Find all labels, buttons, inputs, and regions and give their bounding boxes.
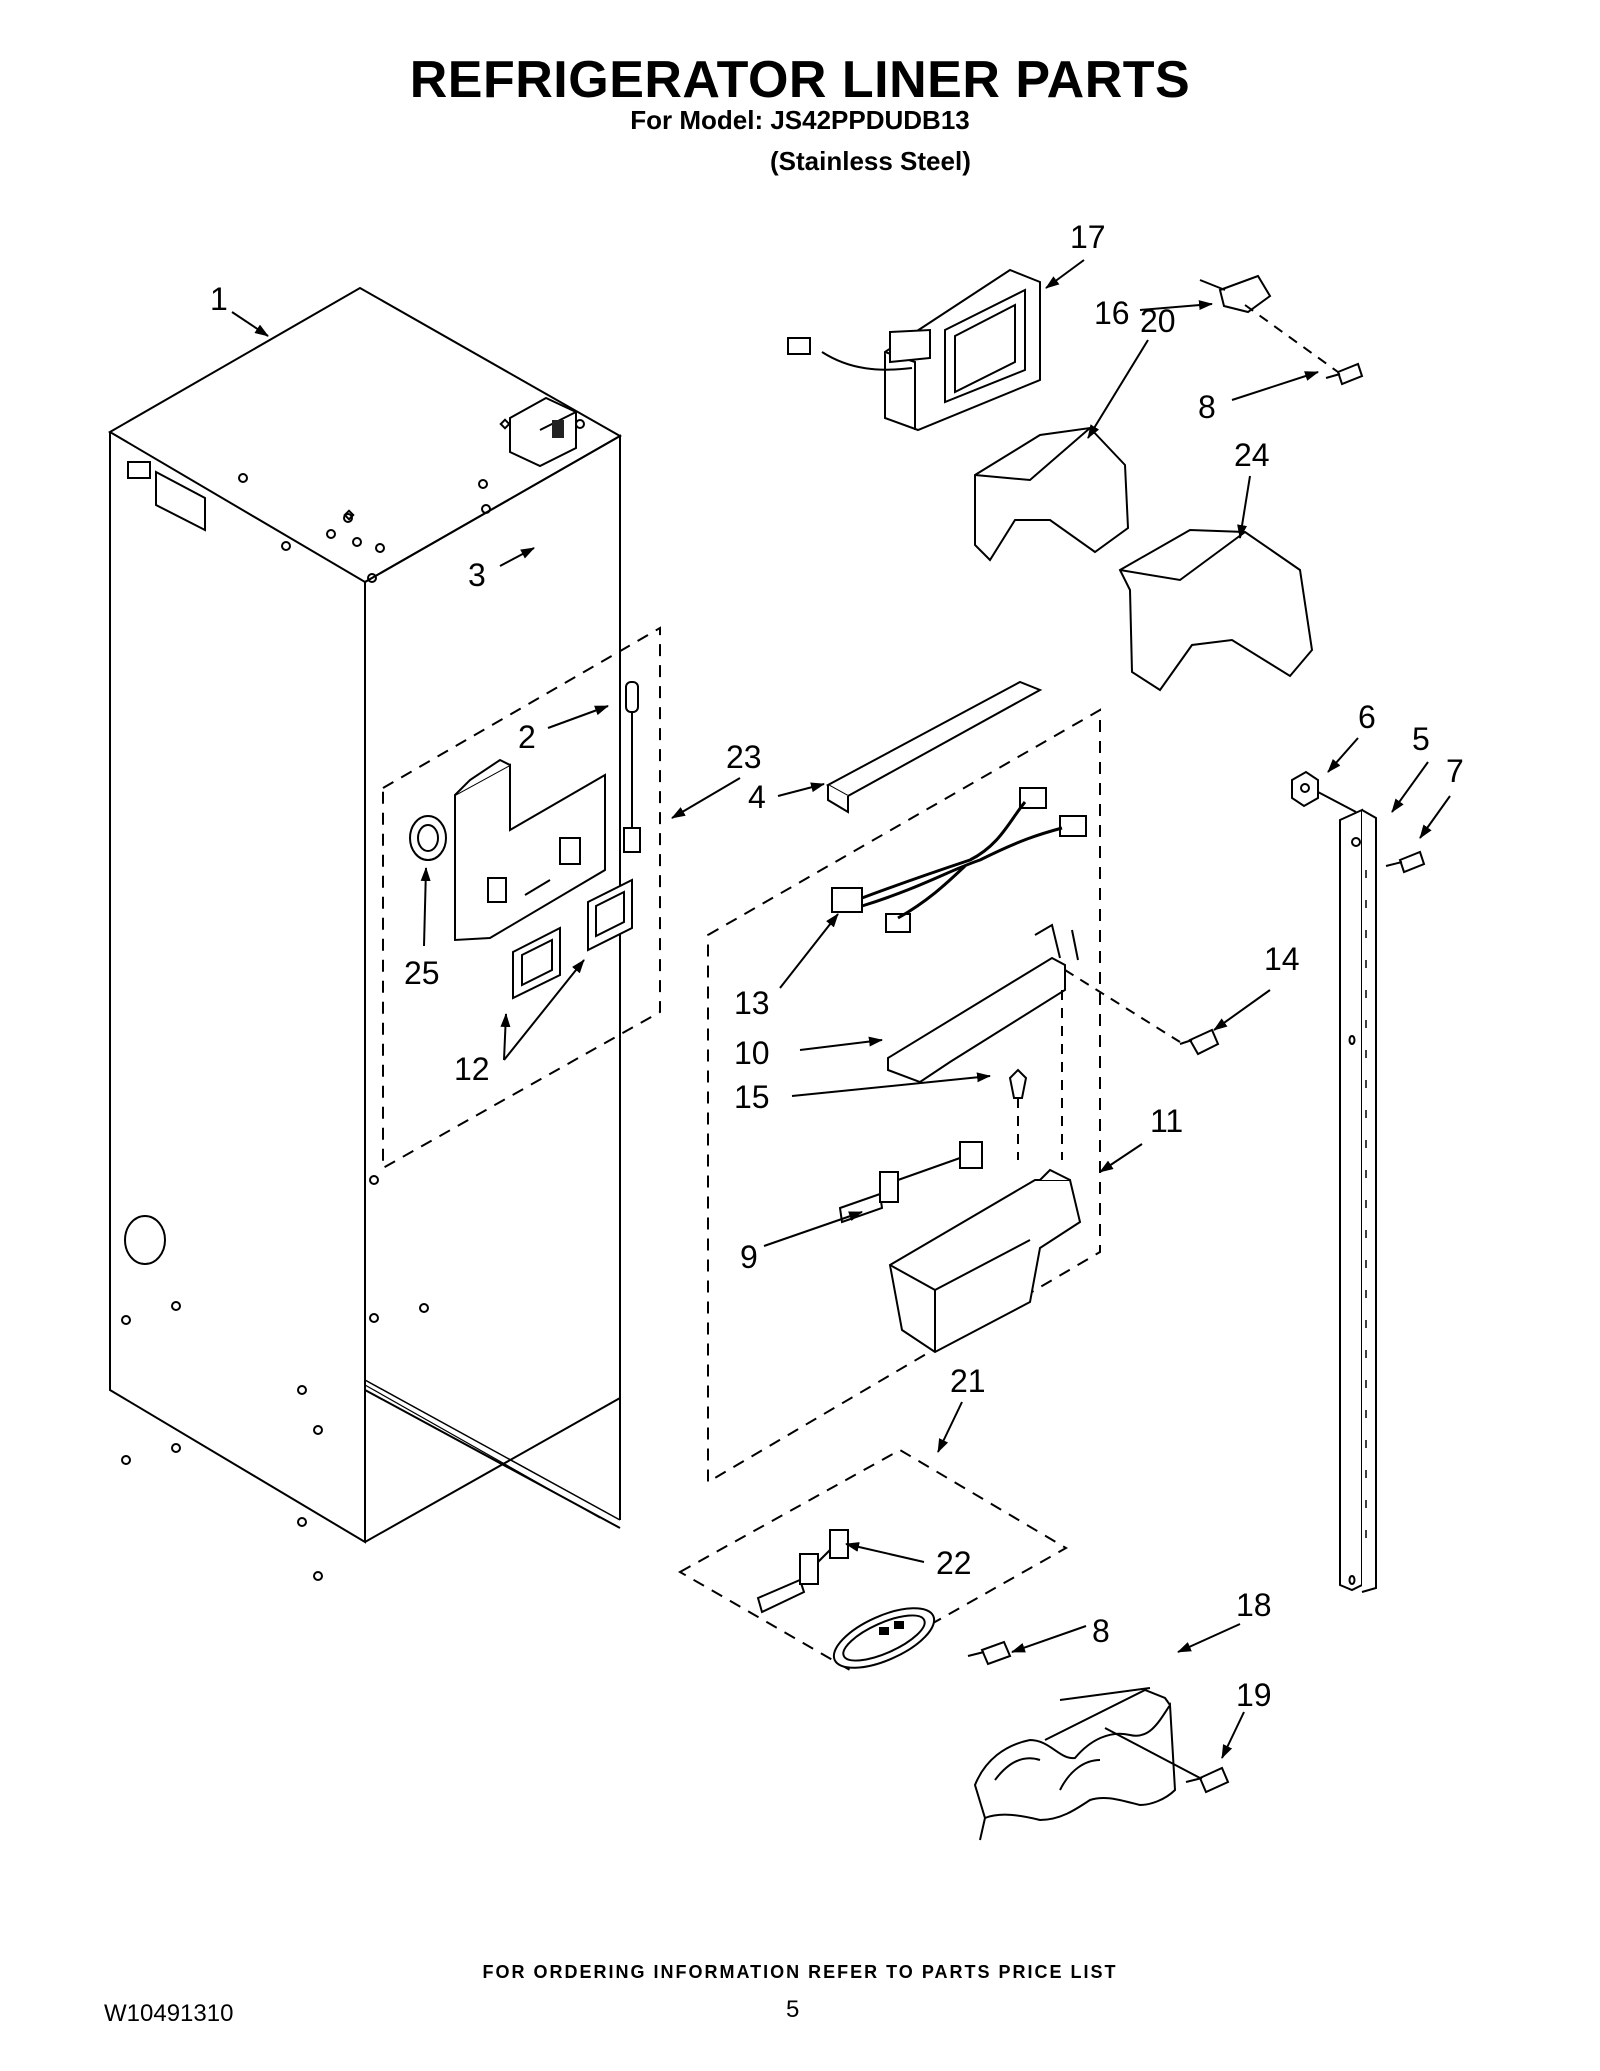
document-number: W10491310: [104, 2000, 234, 2027]
group-box-21: [677, 1448, 1068, 1672]
callout-16: 16: [1094, 295, 1130, 331]
callout-21: 21: [950, 1363, 986, 1399]
callout-10: 10: [734, 1035, 770, 1071]
refrigerator-liner-cabinet: [108, 286, 623, 1581]
callout-7: 7: [1446, 753, 1464, 789]
callout-15: 15: [734, 1079, 770, 1115]
callout-9: 9: [740, 1239, 758, 1275]
callout-14: 14: [1264, 941, 1300, 977]
callout-3: 3: [468, 557, 486, 593]
callout-5: 5: [1412, 721, 1430, 757]
group-box-23: [382, 626, 661, 1170]
callout-8-upper: 8: [1198, 389, 1216, 425]
callout-24: 24: [1234, 437, 1270, 473]
control-housing-assembly: [409, 681, 641, 1000]
page-number: 5: [786, 1996, 800, 2023]
upper-right-parts: [787, 268, 1364, 692]
lower-parts: [756, 1529, 1230, 1841]
middle-parts: [825, 680, 1220, 1354]
callout-4: 4: [748, 779, 766, 815]
callout-19: 19: [1236, 1677, 1272, 1713]
callout-17: 17: [1070, 219, 1106, 255]
callout-1: 1: [210, 281, 228, 317]
assembly-group-boxes: [382, 626, 1101, 1672]
ordering-note: FOR ORDERING INFORMATION REFER TO PARTS …: [482, 1962, 1118, 1982]
callout-20: 20: [1140, 303, 1176, 339]
callout-8-lower: 8: [1092, 1613, 1110, 1649]
callout-2: 2: [518, 719, 536, 755]
group-box-10-15: [707, 708, 1101, 1484]
callout-25: 25: [404, 955, 440, 991]
callout-22: 22: [936, 1545, 972, 1581]
callout-numbers: 1 2 3 4 5 6 7 8 8 9 10 11 12 13 14 15 16…: [210, 219, 1464, 1713]
callout-18: 18: [1236, 1587, 1272, 1623]
callout-13: 13: [734, 985, 770, 1021]
page-title: REFRIGERATOR LINER PARTS: [409, 51, 1191, 109]
callout-12: 12: [454, 1051, 490, 1087]
callout-leaders: [231, 259, 1451, 1759]
callout-6: 6: [1358, 699, 1376, 735]
callout-23: 23: [726, 739, 762, 775]
finish-line: (Stainless Steel): [770, 146, 971, 176]
callout-11: 11: [1150, 1103, 1183, 1139]
shelf-rail-parts: [1291, 770, 1426, 1593]
model-line: For Model: JS42PPDUDB13: [630, 105, 970, 135]
